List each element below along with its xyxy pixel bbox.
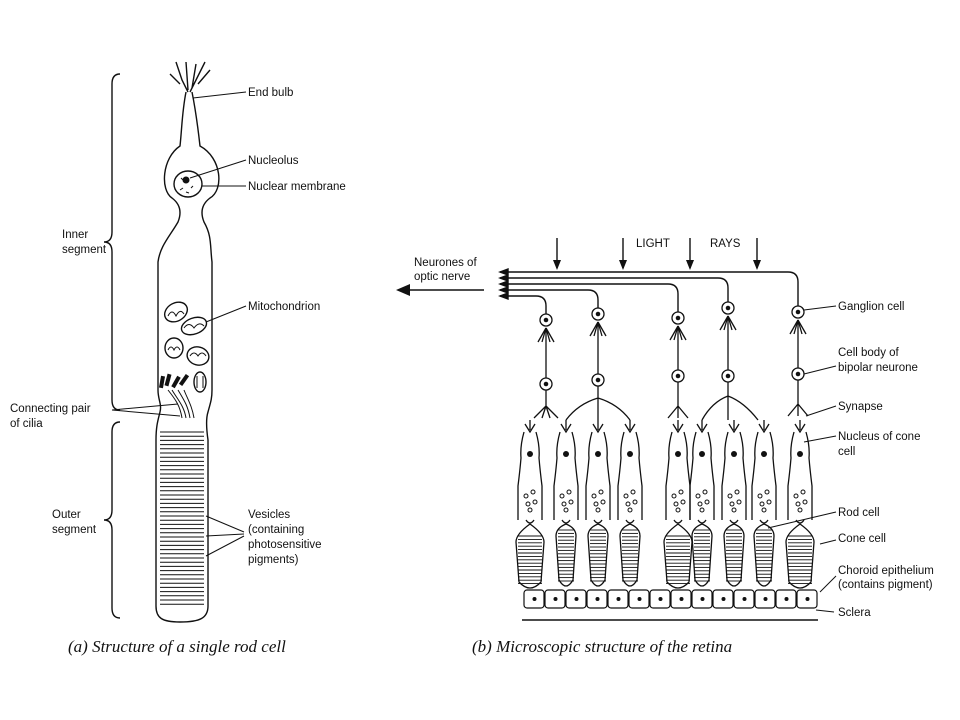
neuron-column [787,305,809,417]
label-cone-nucleus-1: Nucleus of cone [838,431,920,443]
label-inner-segment-2: segment [62,244,107,256]
label-sclera: Sclera [838,607,871,619]
connecting-cilia [167,389,195,419]
retina-figure: LIGHT RAYS Neurones of optic nerve [396,238,934,656]
label-vesicles-4: pigments) [248,554,299,566]
rod-cell [751,420,777,587]
label-connecting-1: Connecting pair [10,403,91,415]
bipolar-leader [803,365,837,375]
retina-cells [515,301,815,589]
nucleus [173,170,203,198]
caption-retina: (b) Microscopic structure of the retina [472,637,732,656]
label-synapse: Synapse [838,401,883,413]
nucleolus-leader [189,159,247,179]
neuron-column [533,313,559,419]
synapse-leader [805,405,837,417]
neuron-column [701,301,759,421]
rod-cell-figure: End bulb Nucleolus Nuclear membrane Inne… [10,61,346,656]
label-bipolar-2: bipolar neurone [838,362,918,374]
label-choroid-1: Choroid epithelium [838,565,934,577]
label-rod-cell: Rod cell [838,507,880,519]
chromatin [179,177,194,194]
cilia-basal-bodies [158,373,190,389]
rod-cell [689,420,715,587]
neuron-column [667,311,689,419]
dendrites [169,61,211,93]
light-ray-arrows [553,238,761,270]
label-light: LIGHT [636,238,670,250]
inner-segment-bracket [103,73,121,411]
mitochondrion-leader [205,305,247,323]
label-neurones-1: Neurones of [414,257,477,269]
label-connecting-2: of cilia [10,418,43,430]
label-vesicles-2: (containing [248,524,304,536]
rod-cell [585,420,611,587]
cilia-leader [111,403,181,417]
optic-nerve-fibres [498,267,799,314]
label-cone-cell: Cone cell [838,533,886,545]
outer-segment-discs [160,431,204,605]
label-nucleolus: Nucleolus [248,155,299,167]
sclera-leader [815,609,835,613]
ganglion-leader [803,305,837,311]
cone-cell-leader [819,539,837,545]
label-neurones-2: optic nerve [414,271,470,283]
label-rays: RAYS [710,238,741,250]
label-ganglion: Ganglion cell [838,301,904,313]
rod-cell-outline-left [155,91,209,623]
mitochondria [163,301,210,393]
optic-nerve-arrowhead [396,284,410,296]
label-cone-nucleus-2: cell [838,446,855,458]
outer-segment-bracket [103,421,121,619]
label-outer-segment-2: segment [52,524,97,536]
rod-cell-outline-right [191,91,220,606]
cone-cell [785,420,815,589]
label-vesicles-1: Vesicles [248,509,290,521]
rod-cell [617,420,643,587]
nucleolus-dot [182,176,190,184]
label-inner-segment-1: Inner [62,229,88,241]
rod-cell-leader [767,511,837,529]
rod-cell [721,420,747,587]
label-bipolar-1: Cell body of [838,347,900,359]
label-nuclear-membrane: Nuclear membrane [248,181,346,193]
label-outer-segment-1: Outer [52,509,81,521]
caption-rod-cell: (a) Structure of a single rod cell [68,637,286,656]
vesicles-leader [205,515,245,557]
neuron-column [565,307,631,421]
label-vesicles-3: photosensitive [248,539,322,551]
cone-cell [515,420,545,589]
rod-cell [553,420,579,587]
label-mitochondrion: Mitochondrion [248,301,320,313]
label-end-bulb: End bulb [248,87,293,99]
cone-nucleus-leader [803,435,837,443]
choroid-leader [819,575,837,593]
cone-cell [663,420,693,589]
choroid-epithelium [523,589,818,609]
label-choroid-2: (contains pigment) [838,579,933,591]
end-bulb-leader [192,91,247,99]
